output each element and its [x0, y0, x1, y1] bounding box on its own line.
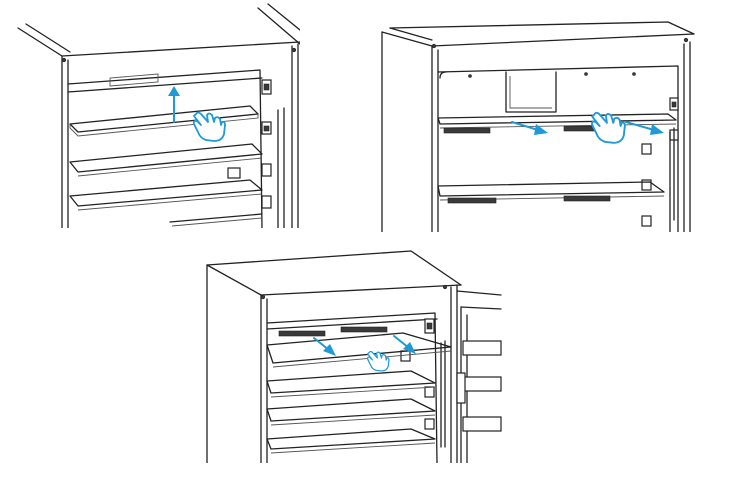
- hand-icon: [366, 350, 390, 372]
- arrow-up-icon: [168, 86, 180, 123]
- hand-icon: [192, 111, 226, 142]
- arrow-forward-icon: [625, 121, 664, 135]
- arrow-forward-icon: [313, 337, 336, 356]
- step-1-lift-shelf-panel: [0, 0, 300, 228]
- fridge-interior-drawing-3: [206, 250, 502, 463]
- arrow-forward-icon: [393, 335, 416, 354]
- fridge-interior-drawing-1: [17, 3, 300, 228]
- hand-icon: [591, 111, 626, 144]
- fridge-interior-drawing-2: [381, 21, 695, 232]
- step-3-remove-shelf-panel: [205, 247, 505, 463]
- step-2-pull-shelf-panel: [378, 20, 696, 232]
- arrow-forward-icon: [511, 121, 548, 135]
